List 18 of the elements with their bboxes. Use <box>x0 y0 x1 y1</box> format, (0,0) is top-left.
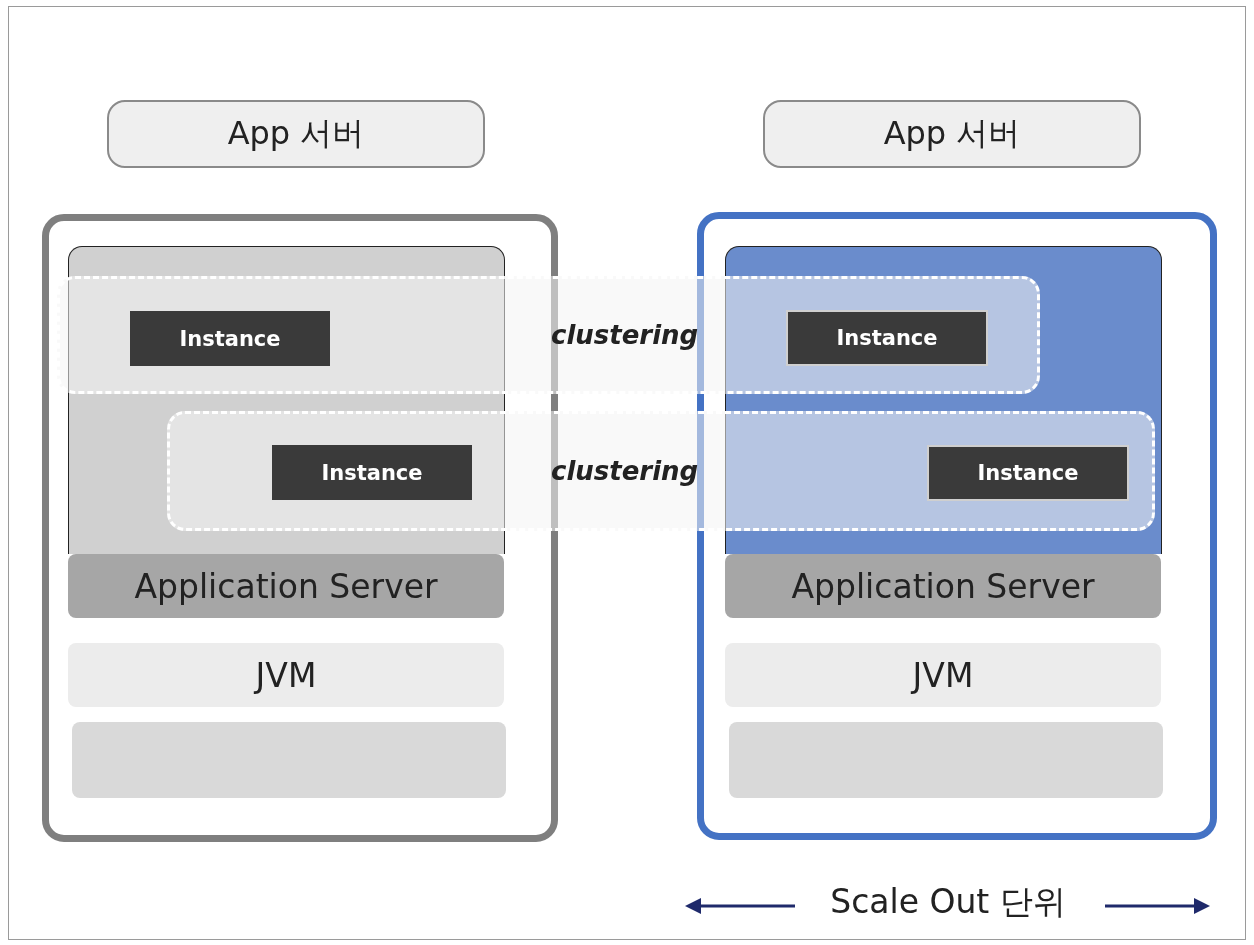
cluster-band <box>167 411 1155 531</box>
server-label-pill: App 서버 <box>763 100 1141 168</box>
layer-bar: JVM <box>68 643 504 707</box>
layer-bar: Application Server <box>725 554 1161 618</box>
cluster-label: clustering <box>551 456 699 486</box>
cluster-band <box>57 276 1040 394</box>
server-label-pill: App 서버 <box>107 100 485 168</box>
empty-box <box>697 212 1217 840</box>
instance-box: Instance <box>927 445 1129 501</box>
scale-label: Scale Out 단위 <box>830 881 1066 923</box>
instance-box: Instance <box>272 445 472 500</box>
cluster-label: clustering <box>551 320 699 350</box>
instance-box: Instance <box>786 310 988 366</box>
empty-box <box>72 722 506 798</box>
layer-bar: Application Server <box>68 554 504 618</box>
layer-bar: JVM <box>725 643 1161 707</box>
instance-box: Instance <box>130 311 330 366</box>
empty-box <box>729 722 1163 798</box>
